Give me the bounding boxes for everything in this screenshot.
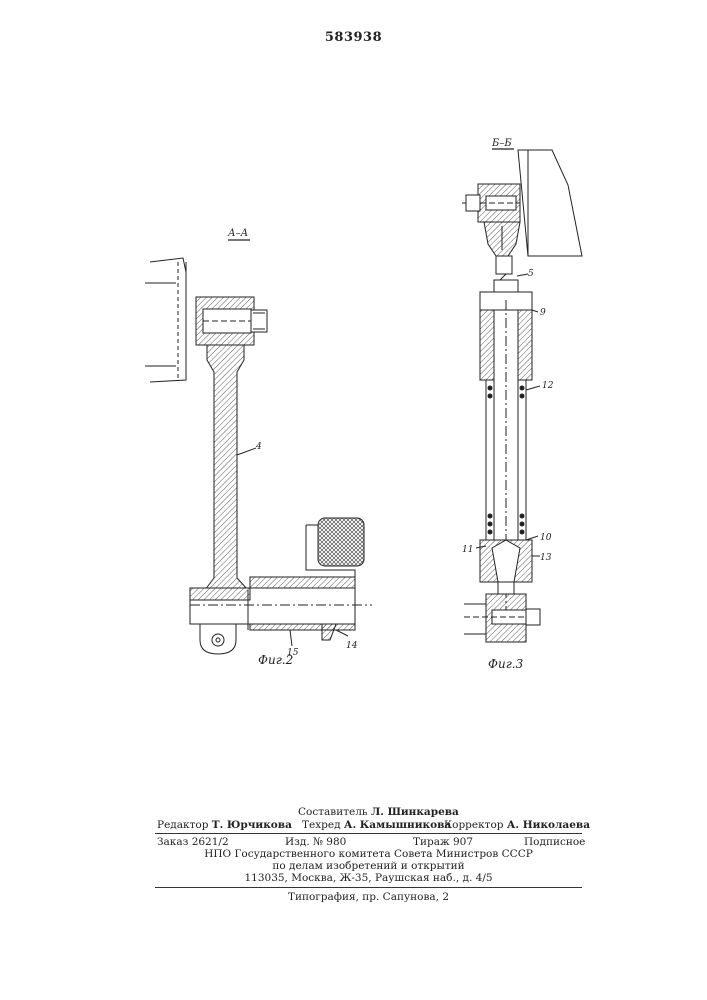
org-line-2: по делам изобретений и открытий	[155, 860, 582, 872]
edition-number: Изд. № 980	[285, 836, 346, 848]
address-line: 113035, Москва, Ж-35, Раушская наб., д. …	[155, 872, 582, 884]
footer-rule-top	[155, 833, 582, 834]
label-part-10: 10	[540, 533, 552, 543]
compiler-line: Составитель Л. Шинкарева	[298, 806, 459, 818]
label-part-11: 11	[462, 545, 473, 555]
label-part-5: 5	[528, 269, 534, 279]
fig3-caption: Фиг.3	[488, 657, 524, 671]
label-part-12: 12	[542, 381, 554, 391]
label-part-9: 9	[540, 308, 546, 318]
corrector-name: А. Николаева	[507, 819, 590, 831]
compiler-label: Составитель	[298, 806, 368, 818]
footer-rule-bottom	[155, 887, 582, 888]
printer-line: Типография, пр. Сапунова, 2	[155, 891, 582, 903]
org-line-1: НПО Государственного комитета Совета Мин…	[155, 848, 582, 860]
figure-3: Б–Б 5 9	[462, 138, 582, 671]
editor-name: Т. Юрчикова	[212, 819, 292, 831]
corrector-label: Корректор	[444, 819, 504, 831]
print-run: Тираж 907	[413, 836, 473, 848]
section-a-label: А–А	[227, 228, 248, 239]
techred-line: Техред А. Камышникова	[302, 819, 451, 831]
label-part-13: 13	[540, 553, 552, 563]
techred-name: А. Камышникова	[344, 819, 451, 831]
fig2-caption: Фиг.2	[258, 653, 293, 667]
section-b-label: Б–Б	[491, 138, 512, 149]
subscription: Подписное	[524, 836, 585, 848]
figure-2: А–А 4 14 15	[145, 228, 372, 667]
techred-label: Техред	[302, 819, 341, 831]
editor-line: Редактор Т. Юрчикова	[157, 819, 292, 831]
editor-label: Редактор	[157, 819, 208, 831]
compiler-name: Л. Шинкарева	[371, 806, 459, 818]
corrector-line: Корректор А. Николаева	[444, 819, 590, 831]
label-part-4: 4	[255, 442, 262, 452]
order-number: Заказ 2621/2	[157, 836, 229, 848]
label-part-14: 14	[346, 641, 358, 651]
